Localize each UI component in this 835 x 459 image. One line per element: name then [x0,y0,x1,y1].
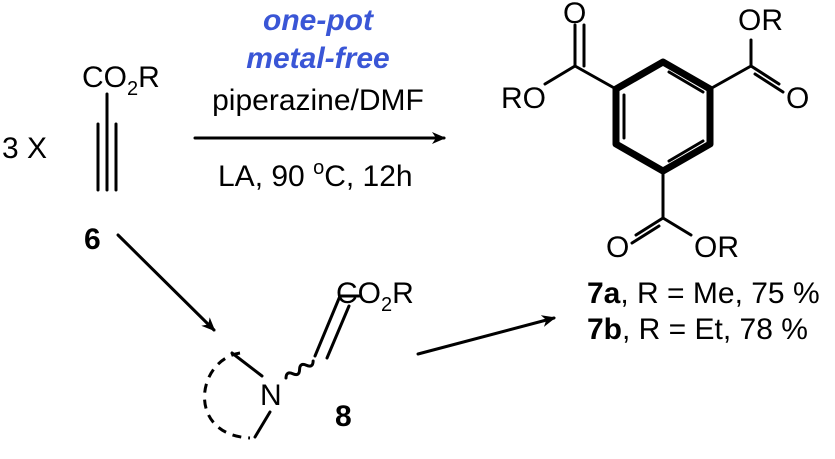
text-7b: , R = Et, 78 % [622,313,808,346]
enamine-double-bond [313,294,362,360]
ester-top-left [543,23,618,91]
atom-ro-left: RO [501,82,546,115]
label-7b: 7b [587,313,622,346]
atom-o-top-left: O [563,0,586,30]
reactant-co: CO [82,61,127,94]
conditions-label: LA, 90 oC, 12h [218,157,413,193]
reactant-r: R [138,61,160,94]
arrow-to-intermediate [116,233,216,332]
reagent-label: piperazine/DMF [212,84,424,117]
text-7a: , R = Me, 75 % [620,277,819,310]
condition-metal-free: metal-free [246,42,389,75]
bond-n-upper [230,351,264,378]
reactant-sub-2: 2 [127,78,138,100]
bond-n-lower [253,410,272,439]
conditions-temp: LA, 90 [218,160,313,193]
atom-or-bottom: OR [694,231,739,264]
arrow-to-product [416,315,556,356]
intermediate-co: CO [336,277,381,310]
ester-top-right [708,38,785,94]
compound-label-8: 8 [335,400,352,433]
conditions-time: C, 12h [324,160,412,193]
yield-7b: 7b, R = Et, 78 % [587,313,808,346]
atom-or-top-right: OR [738,4,783,37]
condition-one-pot: one-pot [263,4,375,37]
reactant-multiplier: 3 X [2,132,47,165]
intermediate-ester-group: CO2R [336,277,414,316]
atom-o-right: O [786,82,809,115]
label-7a: 7a [587,277,621,310]
intermediate-r: R [392,277,414,310]
atom-o-bottom: O [606,231,629,264]
dashed-ring-arc [203,351,251,440]
alkyne-triple-bond [96,92,118,192]
benzene-ring [612,58,714,175]
atom-n: N [260,379,282,412]
reactant-ester-group: CO2R [82,61,160,100]
compound-label-6: 6 [84,223,101,256]
ester-bottom [630,169,693,245]
yield-7a: 7a, R = Me, 75 % [587,277,820,310]
degree-superscript: o [313,157,324,179]
intermediate-sub-2: 2 [381,294,392,316]
wavy-bond [284,359,315,380]
